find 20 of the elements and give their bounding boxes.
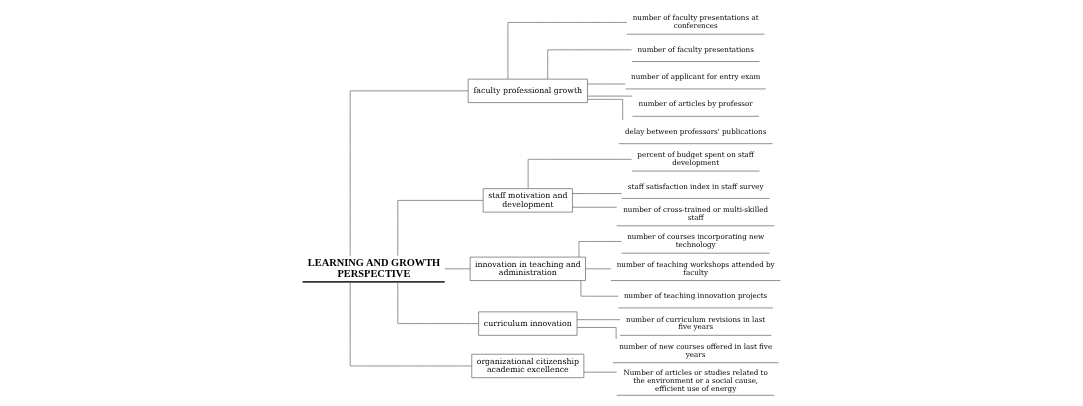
connector [587,83,626,85]
connector [580,280,619,297]
connector [444,268,471,270]
connector [576,327,617,340]
connector [578,241,622,258]
connector [349,90,469,257]
connector [587,99,623,121]
connector [349,281,472,367]
node-text: LEARNING AND GROWTH PERSPECTIVE [307,257,441,279]
connector [572,206,617,208]
connector [587,95,633,97]
connector [585,268,612,270]
connector [583,371,617,373]
connector [397,200,484,256]
connector [397,281,479,324]
connector [547,49,632,80]
connector [507,22,628,80]
connector [527,159,632,189]
connector [572,193,622,194]
connector [576,319,621,320]
